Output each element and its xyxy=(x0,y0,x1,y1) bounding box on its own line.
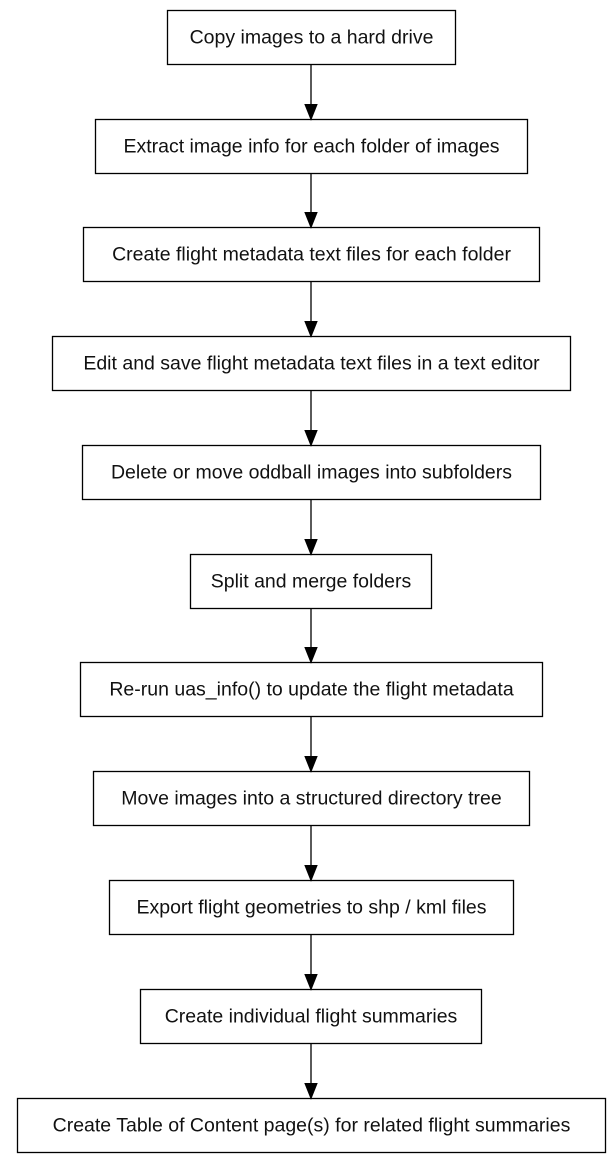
flow-step: Create individual flight summaries xyxy=(139,988,483,1045)
flow-step: Copy images to a hard drive xyxy=(166,9,457,66)
flow-arrow-head xyxy=(304,974,318,991)
flow-step-label: Edit and save flight metadata text files… xyxy=(83,353,540,375)
flow-arrow-head xyxy=(304,647,318,664)
flow-step-label: Extract image info for each folder of im… xyxy=(123,136,499,158)
flow-arrow-head xyxy=(304,321,318,338)
flow-step-label: Move images into a structured directory … xyxy=(121,788,501,810)
flow-arrow xyxy=(304,608,318,664)
flow-arrow-head xyxy=(304,430,318,447)
flow-arrow-head xyxy=(304,104,318,121)
flow-step-label: Create flight metadata text files for ea… xyxy=(112,244,511,266)
flow-arrow-head xyxy=(304,756,318,773)
flow-step: Move images into a structured directory … xyxy=(92,770,531,827)
flow-step: Extract image info for each folder of im… xyxy=(94,118,529,175)
flow-arrow-head xyxy=(304,865,318,882)
flow-step: Delete or move oddball images into subfo… xyxy=(81,444,542,501)
flow-arrow xyxy=(304,716,318,773)
flowchart-connectors xyxy=(304,64,318,1100)
flow-arrow xyxy=(304,281,318,338)
flow-step-label: Re-run uas_info() to update the flight m… xyxy=(109,679,513,701)
flow-arrow xyxy=(304,934,318,991)
flow-step: Create Table of Content page(s) for rela… xyxy=(16,1097,607,1154)
flow-step-box xyxy=(108,879,515,936)
flow-step: Split and merge folders xyxy=(189,553,433,610)
flow-arrow-head xyxy=(304,212,318,229)
flow-step: Create flight metadata text files for ea… xyxy=(82,226,541,283)
flow-arrow xyxy=(304,1043,318,1100)
flow-arrow xyxy=(304,173,318,229)
flow-arrow xyxy=(304,499,318,556)
flow-step-box xyxy=(79,661,544,718)
flow-step: Export flight geometries to shp / kml fi… xyxy=(108,879,515,936)
flow-step-label: Delete or move oddball images into subfo… xyxy=(111,462,512,484)
flow-arrow-head xyxy=(304,539,318,556)
flow-arrow xyxy=(304,390,318,447)
flow-step-box xyxy=(139,988,483,1045)
flow-step-box xyxy=(81,444,542,501)
flow-step-label: Copy images to a hard drive xyxy=(190,27,434,49)
flow-arrow-head xyxy=(304,1083,318,1100)
flow-step-label: Create individual flight summaries xyxy=(165,1006,458,1028)
flow-step-box xyxy=(16,1097,607,1154)
flow-arrow xyxy=(304,64,318,121)
flow-arrow xyxy=(304,825,318,882)
flow-step-label: Create Table of Content page(s) for rela… xyxy=(53,1115,571,1137)
flow-step-label: Split and merge folders xyxy=(211,571,412,593)
flow-step-box xyxy=(166,9,457,66)
flow-step-box xyxy=(82,226,541,283)
flow-step-label: Export flight geometries to shp / kml fi… xyxy=(136,897,486,919)
flow-step-box xyxy=(189,553,433,610)
flow-step: Edit and save flight metadata text files… xyxy=(51,335,572,392)
flow-step: Re-run uas_info() to update the flight m… xyxy=(79,661,544,718)
